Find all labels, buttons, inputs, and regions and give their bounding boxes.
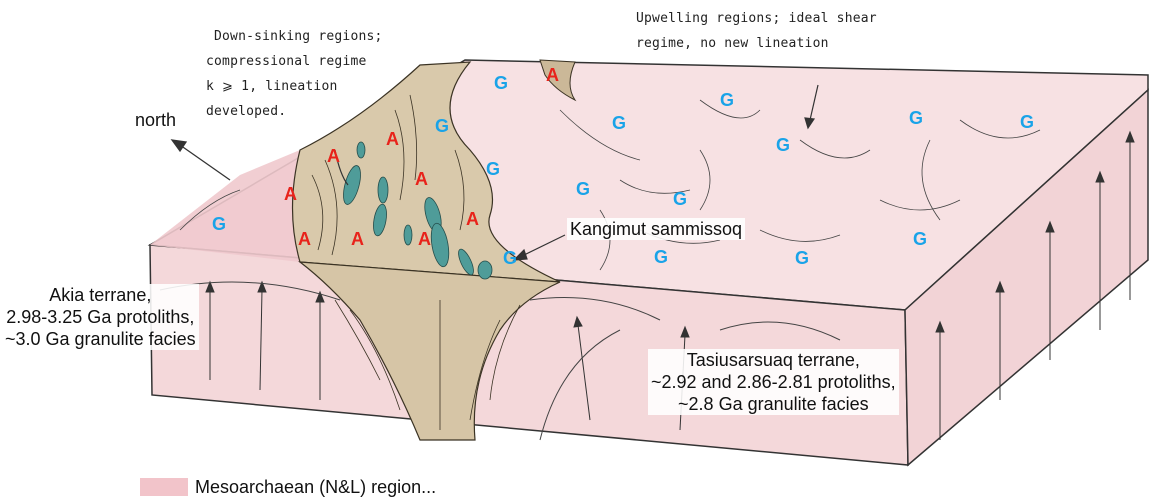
marker-granulite: G (909, 107, 923, 129)
downsinking-annotation: Down-sinking regions; compressional regi… (214, 24, 383, 124)
marker-granulite: G (1020, 111, 1034, 133)
marker-amphibolite: A (415, 168, 428, 190)
marker-amphibolite: A (386, 128, 399, 150)
upwelling-line: Upwelling regions; ideal shear (636, 6, 877, 31)
north-arrow (172, 140, 230, 180)
north-label: north (135, 109, 176, 131)
akia-line: ~3.0 Ga granulite facies (5, 328, 196, 350)
downsinking-line: Down-sinking regions; (214, 24, 383, 49)
kangimut-label: Kangimut sammissoq (567, 218, 745, 240)
akia-top-region (150, 150, 300, 262)
tasiusarsuaq-line: ~2.92 and 2.86-2.81 protoliths, (651, 371, 896, 393)
akia-terrane-label: Akia terrane, 2.98-3.25 Ga protoliths, ~… (2, 284, 199, 350)
tasiusarsuaq-terrane-label: Tasiusarsuaq terrane, ~2.92 and 2.86-2.8… (648, 349, 899, 415)
akia-line: 2.98-3.25 Ga protoliths, (5, 306, 196, 328)
marker-amphibolite: A (298, 228, 311, 250)
marker-granulite: G (654, 246, 668, 268)
legend-label: Mesoarchaean (N&L) region... (195, 476, 436, 498)
marker-amphibolite: A (351, 228, 364, 250)
marker-granulite: G (486, 158, 500, 180)
marker-granulite: G (503, 247, 517, 269)
marker-amphibolite: A (418, 228, 431, 250)
marker-amphibolite: A (466, 208, 479, 230)
marker-granulite: G (435, 115, 449, 137)
marker-granulite: G (212, 213, 226, 235)
marker-granulite: G (776, 134, 790, 156)
marker-granulite: G (720, 89, 734, 111)
tasiusarsuaq-line: Tasiusarsuaq terrane, (651, 349, 896, 371)
upwelling-annotation: Upwelling regions; ideal shear regime, n… (636, 6, 877, 56)
marker-granulite: G (494, 72, 508, 94)
marker-amphibolite: A (327, 145, 340, 167)
marker-granulite: G (673, 188, 687, 210)
legend-swatch (140, 478, 188, 496)
downsinking-line: k ⩾ 1, lineation (206, 74, 383, 99)
marker-granulite: G (612, 112, 626, 134)
downsinking-line: compressional regime (206, 49, 383, 74)
marker-granulite: G (576, 178, 590, 200)
akia-line: Akia terrane, (5, 284, 196, 306)
tasiusarsuaq-line: ~2.8 Ga granulite facies (651, 393, 896, 415)
marker-amphibolite: A (546, 64, 559, 86)
marker-granulite: G (795, 247, 809, 269)
marker-amphibolite: A (284, 183, 297, 205)
upwelling-line: regime, no new lineation (636, 31, 877, 56)
downsinking-line: developed. (206, 99, 383, 124)
marker-granulite: G (913, 228, 927, 250)
